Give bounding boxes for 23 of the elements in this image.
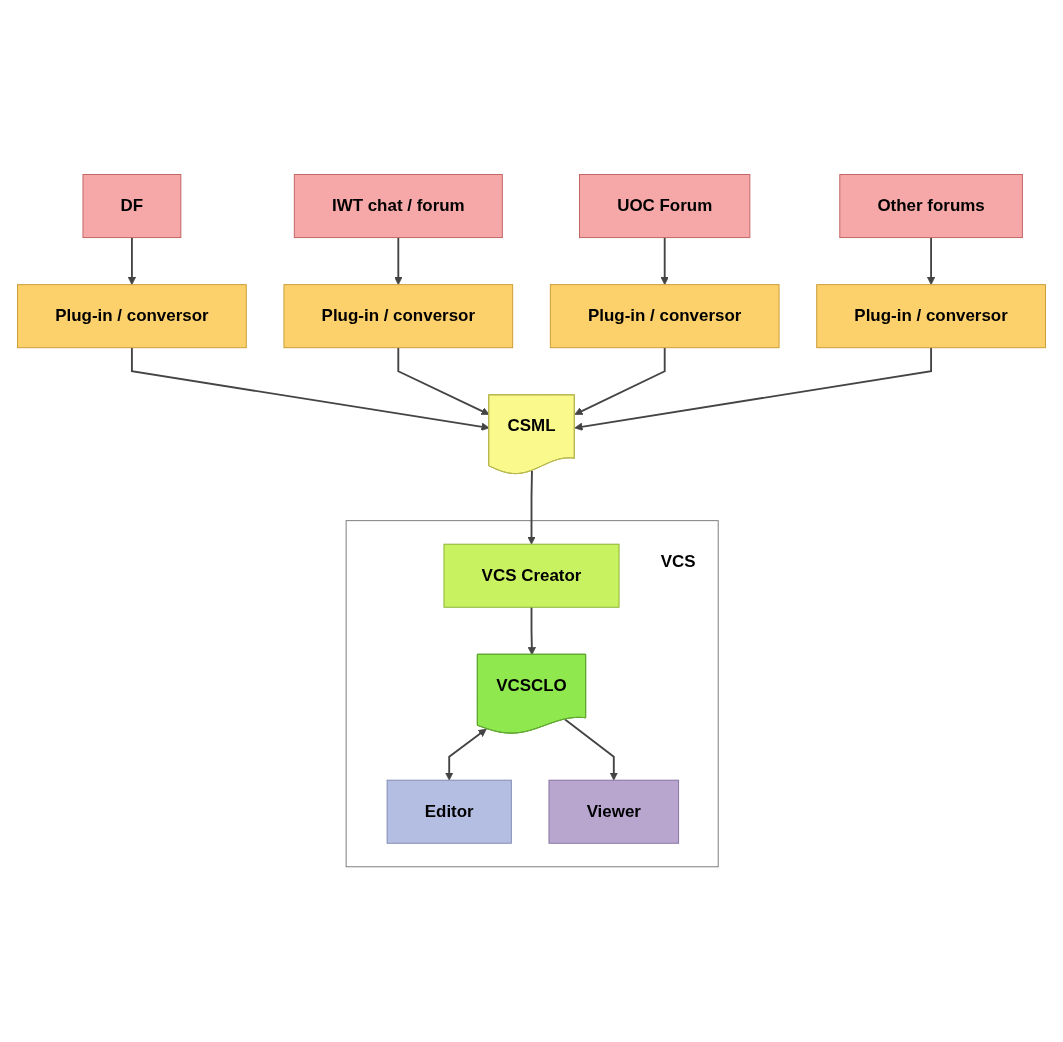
arrow	[397, 347, 490, 416]
arrow	[394, 237, 403, 286]
arrow	[527, 470, 536, 545]
node-box: IWT chat / forum	[293, 174, 503, 239]
arrow	[574, 347, 666, 416]
node-box: Plug-in / conversor	[816, 284, 1046, 349]
arrow	[926, 237, 936, 286]
node-box: Plug-in / conversor	[283, 284, 514, 349]
arrow	[574, 347, 933, 432]
node-box: Viewer	[548, 780, 680, 845]
node-box: Plug-in / conversor	[549, 284, 780, 349]
arrow	[130, 347, 490, 432]
arrow	[445, 729, 487, 781]
node-box: UOC Forum	[579, 174, 751, 239]
node-box: DF	[82, 174, 182, 239]
arrow	[564, 718, 618, 781]
node-box: Other forums	[839, 174, 1023, 239]
arrow	[127, 237, 137, 286]
arrow	[660, 237, 669, 286]
node-box: VCS Creator	[443, 544, 620, 609]
node-box: Plug-in / conversor	[17, 284, 247, 349]
arrow	[527, 606, 536, 656]
node-box: Editor	[386, 780, 512, 845]
